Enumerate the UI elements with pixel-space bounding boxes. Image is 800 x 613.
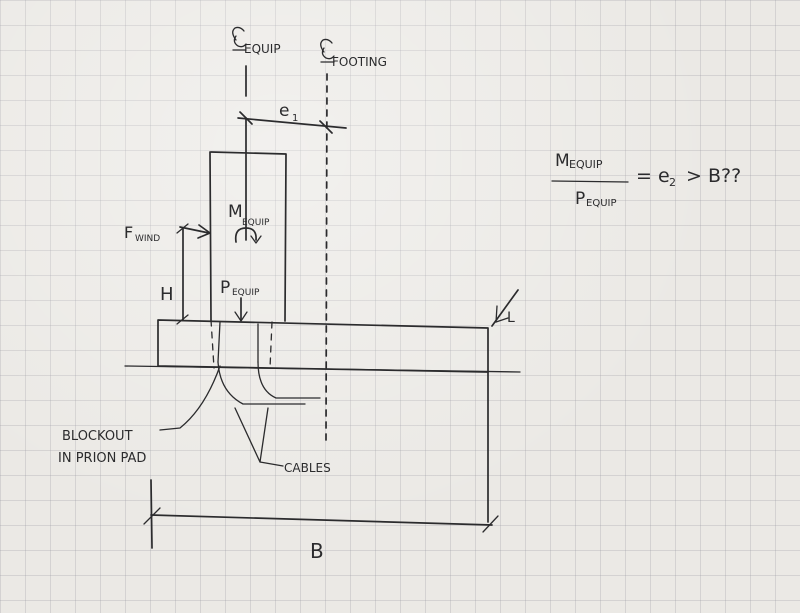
centerline-symbol-footing (320, 38, 335, 63)
moment-arrow (234, 227, 262, 244)
equation-numerator-subscript: EQUIP (569, 158, 603, 171)
equipment-outline (209, 151, 287, 322)
centerline-symbol-equip (232, 26, 247, 51)
h-dimension (176, 223, 189, 325)
equation-rhs: = e (636, 165, 670, 187)
equation-rhs-subscript: 2 (669, 176, 676, 189)
equation-rhs-tail: > B?? (686, 165, 741, 187)
cables-label: CABLES (284, 461, 331, 475)
m-equip-label: M (228, 202, 243, 222)
wind-force-arrow (179, 224, 211, 239)
e1-label: e (279, 101, 289, 121)
blockout-label-line1: BLOCKOUT (62, 429, 133, 444)
blockout-label-line2: IN PRION PAD (58, 451, 146, 466)
equation-fraction-bar (551, 180, 629, 183)
e1-dimension (237, 111, 347, 134)
centerline-label-footing: FOOTING (332, 55, 387, 69)
footing-centerline (325, 73, 328, 441)
blockout-right-edge (269, 321, 273, 369)
p-equip-subscript: EQUIP (232, 288, 260, 298)
concrete-pad (157, 319, 489, 373)
equation-denominator-subscript: EQUIP (586, 198, 617, 209)
f-wind-label: F (124, 223, 133, 242)
e1-subscript: 1 (292, 113, 298, 124)
blockout-leader (159, 365, 221, 431)
f-wind-subscript: WIND (135, 234, 160, 244)
grade-line (124, 365, 521, 373)
h-label: H (160, 284, 174, 305)
l-label: L (507, 310, 515, 326)
blockout-left-edge (210, 319, 215, 369)
centerline-label-equip: EQUIP (244, 42, 281, 56)
l-direction-marker (491, 289, 519, 327)
axial-load-arrow (234, 297, 248, 322)
equation-numerator: M (555, 151, 570, 171)
b-dimension (143, 479, 499, 549)
blockout-inner-left (217, 321, 221, 363)
cables-leader (234, 407, 269, 463)
cable-2 (257, 361, 321, 399)
equation-denominator: P (575, 189, 585, 209)
m-equip-subscript: EQUIP (242, 218, 270, 228)
p-equip-label: P (220, 278, 230, 298)
cables-leader-tail (259, 461, 284, 467)
b-label: B (310, 539, 324, 563)
